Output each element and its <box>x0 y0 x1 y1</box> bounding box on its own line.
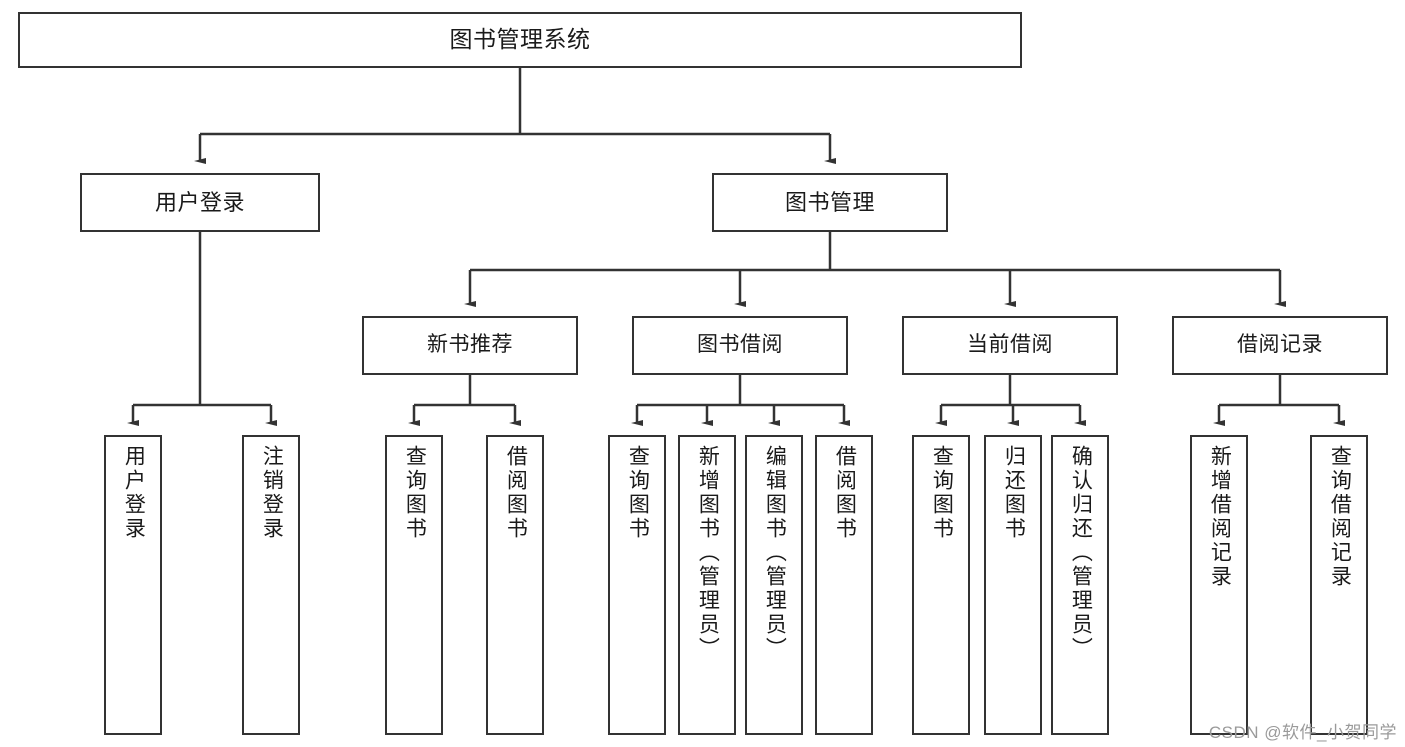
node-label: 新书推荐 <box>427 333 513 357</box>
node-leaf6[interactable]: 新增图书（管理员） <box>678 435 736 735</box>
node-label: 当前借阅 <box>967 333 1053 357</box>
node-login[interactable]: 用户登录 <box>80 173 320 232</box>
node-label: 新增图书（管理员） <box>696 445 720 661</box>
node-root[interactable]: 图书管理系统 <box>18 12 1022 68</box>
node-label: 借阅图书 <box>833 445 857 541</box>
node-leaf4[interactable]: 借阅图书 <box>486 435 544 735</box>
node-leaf8[interactable]: 借阅图书 <box>815 435 873 735</box>
node-label: 用户登录 <box>154 189 245 215</box>
node-leaf13[interactable]: 查询借阅记录 <box>1310 435 1368 735</box>
node-newbook[interactable]: 新书推荐 <box>362 316 578 375</box>
node-label: 确认归还（管理员） <box>1069 445 1093 661</box>
node-leaf3[interactable]: 查询图书 <box>385 435 443 735</box>
node-label: 查询图书 <box>930 445 954 541</box>
node-leaf5[interactable]: 查询图书 <box>608 435 666 735</box>
node-label: 图书管理系统 <box>449 26 591 53</box>
node-record[interactable]: 借阅记录 <box>1172 316 1388 375</box>
node-leaf7[interactable]: 编辑图书（管理员） <box>745 435 803 735</box>
node-leaf1[interactable]: 用户登录 <box>104 435 162 735</box>
node-label: 查询图书 <box>626 445 650 541</box>
node-leaf12[interactable]: 新增借阅记录 <box>1190 435 1248 735</box>
node-label: 编辑图书（管理员） <box>763 445 787 661</box>
node-leaf2[interactable]: 注销登录 <box>242 435 300 735</box>
node-leaf10[interactable]: 归还图书 <box>984 435 1042 735</box>
csdn-watermark: CSDN @软件_小贺同学 <box>1208 723 1397 742</box>
node-label: 借阅图书 <box>504 445 528 541</box>
node-label: 查询借阅记录 <box>1328 445 1352 589</box>
node-label: 查询图书 <box>403 445 427 541</box>
node-label: 新增借阅记录 <box>1208 445 1232 589</box>
node-borrow[interactable]: 图书借阅 <box>632 316 848 375</box>
node-label: 图书借阅 <box>697 333 783 357</box>
node-label: 归还图书 <box>1002 445 1026 541</box>
node-label: 注销登录 <box>260 445 284 541</box>
node-label: 图书管理 <box>784 189 875 215</box>
node-label: 借阅记录 <box>1237 333 1323 357</box>
node-leaf11[interactable]: 确认归还（管理员） <box>1051 435 1109 735</box>
node-current[interactable]: 当前借阅 <box>902 316 1118 375</box>
node-bookmgmt[interactable]: 图书管理 <box>712 173 948 232</box>
node-leaf9[interactable]: 查询图书 <box>912 435 970 735</box>
node-label: 用户登录 <box>122 445 146 541</box>
